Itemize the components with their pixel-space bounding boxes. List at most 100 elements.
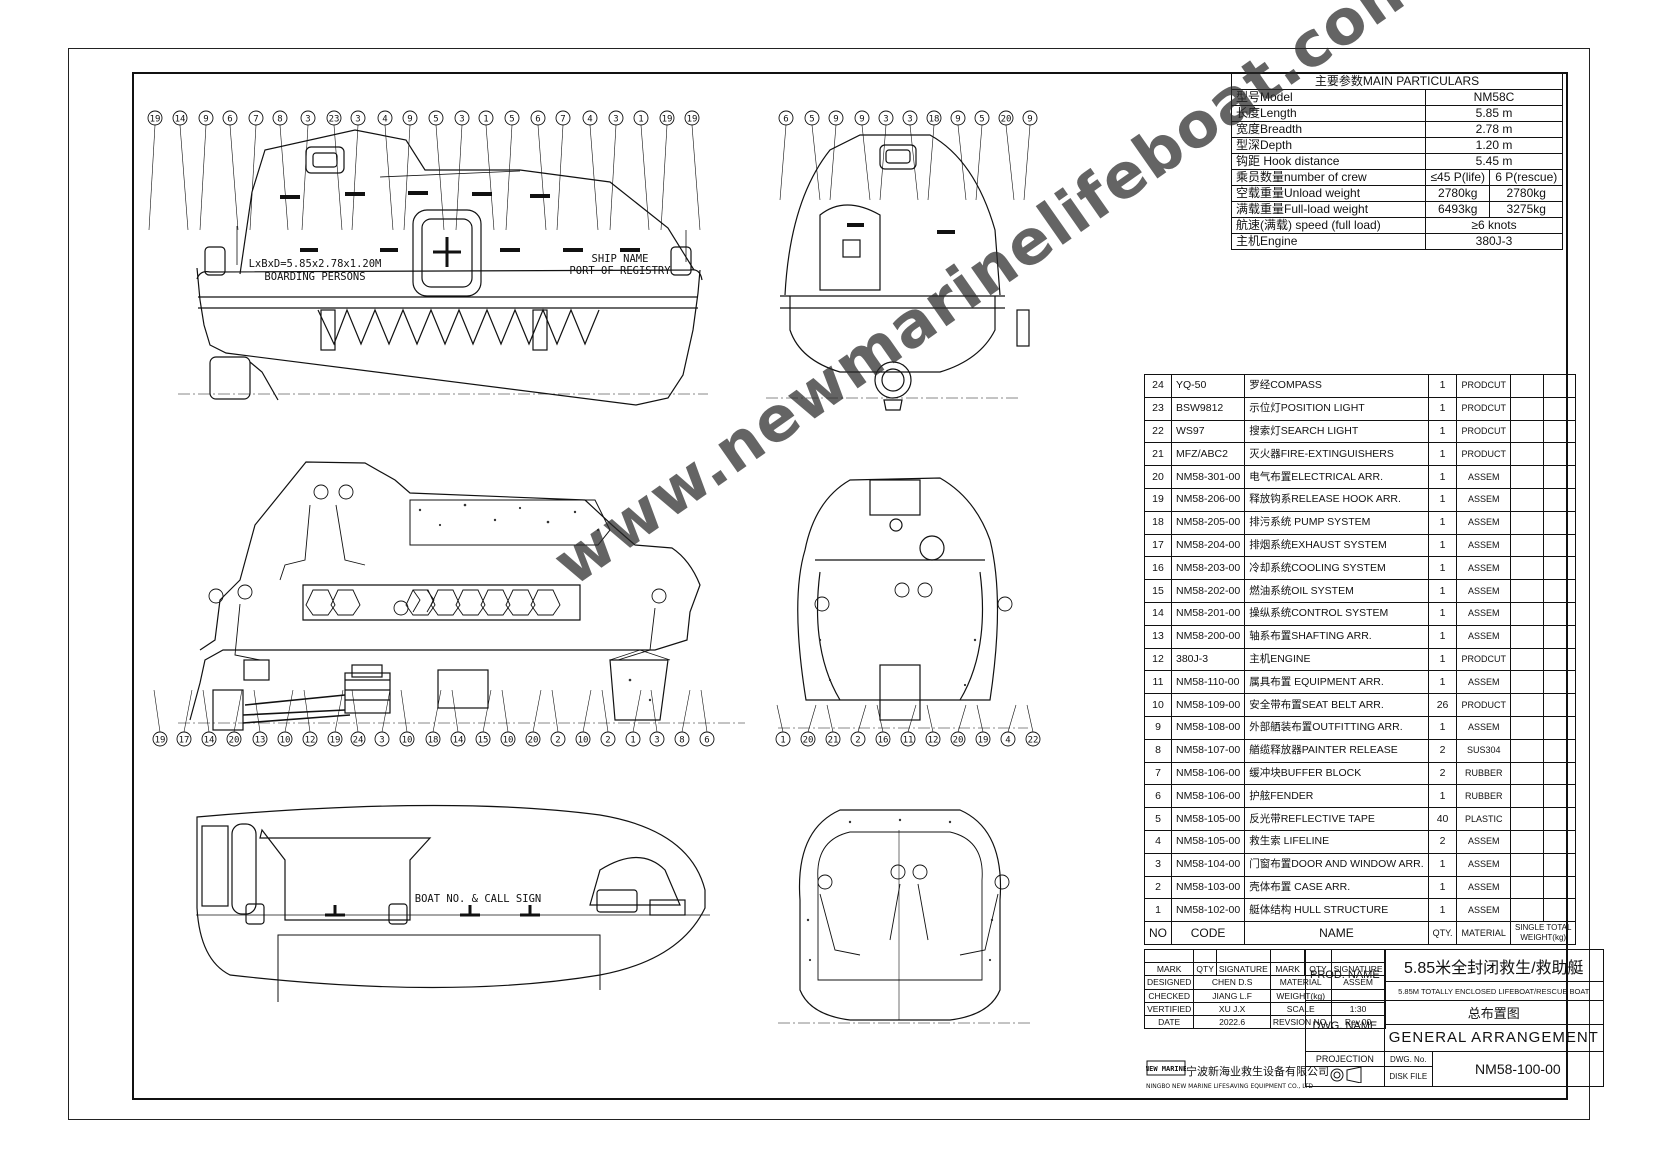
callout-leader [400, 689, 408, 733]
callout-circle [550, 731, 566, 747]
callout-leader [253, 689, 261, 733]
part-qty: 2 [1427, 829, 1458, 854]
callout-number: 9 [859, 115, 864, 125]
callout-leader [779, 124, 787, 201]
callout-circle [500, 731, 516, 747]
callout-number: 20 [803, 736, 814, 746]
part-weight-cell [1509, 533, 1544, 558]
callout-number: 10 [503, 736, 514, 746]
part-name: 释放钩系RELEASE HOOK ARR. [1244, 487, 1429, 512]
callout-leader [301, 124, 309, 231]
callout-number: 7 [253, 115, 258, 125]
particulars-label: 空载重量Unload weight [1231, 185, 1426, 202]
particulars-value: 6493kg [1424, 201, 1491, 218]
callout-number: 21 [828, 736, 839, 746]
part-qty: 1 [1427, 898, 1458, 923]
part-qty: 1 [1427, 852, 1458, 877]
part-qty: 1 [1427, 670, 1458, 695]
callout-number: 1 [638, 115, 643, 125]
part-material: PRODUCT [1456, 442, 1511, 467]
callout-number: 12 [305, 736, 316, 746]
callout-number: 3 [883, 115, 888, 125]
callout-circle [875, 731, 891, 747]
callout-leader [551, 689, 559, 733]
revision-head-cell: SIGNATURE [1215, 962, 1271, 977]
callout-leader [976, 704, 984, 733]
part-qty: 2 [1427, 761, 1458, 786]
part-material: ASSEM [1456, 624, 1511, 649]
callout-leader [482, 689, 492, 733]
prod-name-label: PROD. NAME [1305, 949, 1385, 1001]
callout-leader [650, 689, 658, 733]
callout-circle [402, 110, 418, 126]
callout-leader [381, 689, 391, 733]
callout-leader [660, 124, 668, 231]
part-qty: 1 [1427, 624, 1458, 649]
callout-circle [974, 110, 990, 126]
part-weight-cell [1542, 738, 1577, 763]
callout-number: 3 [379, 736, 384, 746]
part-name: 壳体布置 CASE ARR. [1244, 875, 1429, 900]
callout-leader [333, 124, 343, 231]
callout-circle [649, 731, 665, 747]
engine-block [344, 664, 391, 714]
designed-by: CHEN D.S [1193, 975, 1271, 990]
callout-number: 1 [780, 736, 785, 746]
callout-number: 23 [329, 115, 340, 125]
callout-leader [582, 689, 592, 733]
part-qty: 1 [1427, 396, 1458, 421]
callout-circle [633, 110, 649, 126]
dwg-name-cn: 总布置图 [1383, 1000, 1604, 1025]
callout-leader [807, 704, 817, 733]
part-weight-cell [1509, 624, 1544, 649]
callout-leader [179, 124, 189, 231]
boat-no-label: BOAT NO. & CALL SIGN [415, 893, 541, 905]
particulars-value: 2.78 m [1425, 121, 1563, 138]
part-weight-cell [1509, 601, 1544, 626]
callout-circle [450, 731, 466, 747]
part-no: 3 [1144, 852, 1172, 877]
callout-leader [907, 704, 917, 733]
part-weight-cell [1542, 715, 1577, 740]
part-weight-cell [1509, 715, 1544, 740]
part-no: 23 [1144, 396, 1172, 421]
callout-circle [600, 731, 616, 747]
callout-circle [248, 110, 264, 126]
part-no: 8 [1144, 738, 1172, 763]
part-weight-cell [1509, 396, 1544, 421]
callout-number: 1 [483, 115, 488, 125]
part-code: 380J-3 [1170, 647, 1246, 672]
callout-number: 10 [402, 736, 413, 746]
part-weight-cell [1542, 624, 1577, 649]
particulars-value-2: 6 P(rescue) [1489, 169, 1563, 186]
part-code: NM58-103-00 [1170, 875, 1246, 900]
callout-leader [826, 704, 834, 733]
part-weight-cell [1509, 738, 1544, 763]
part-no: 18 [1144, 510, 1172, 535]
part-qty: 1 [1427, 556, 1458, 581]
callout-circle [582, 110, 598, 126]
particulars-label: 钩距 Hook distance [1231, 153, 1426, 170]
callout-leader [609, 124, 617, 231]
callout-leader [284, 689, 294, 733]
callout-number: 19 [155, 736, 166, 746]
callout-leader [1026, 704, 1034, 733]
part-code: NM58-205-00 [1170, 510, 1246, 535]
callout-circle [926, 110, 942, 126]
part-no: 15 [1144, 579, 1172, 603]
part-weight-cell [1542, 533, 1577, 558]
part-weight-cell [1509, 852, 1544, 877]
part-weight-cell [1542, 465, 1577, 489]
part-name: 燃油系统OIL SYSTEM [1244, 579, 1429, 603]
callout-leader [691, 124, 701, 231]
